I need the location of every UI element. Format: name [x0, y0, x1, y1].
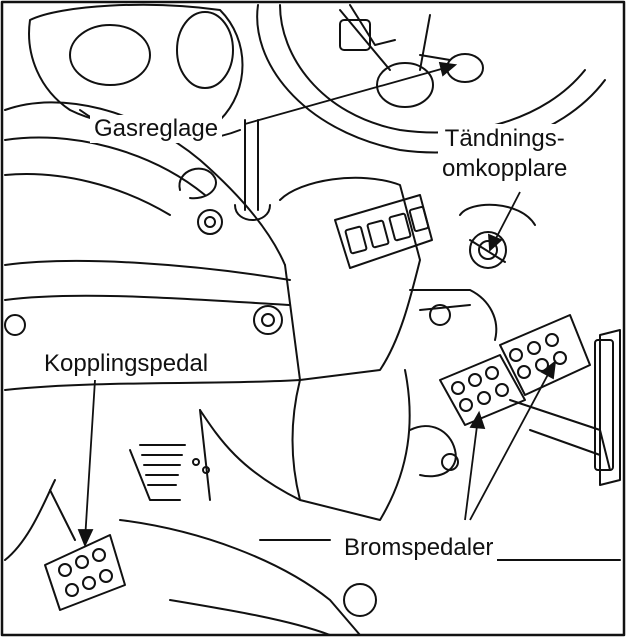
clutch-pedal-label: Kopplingspedal [40, 350, 213, 378]
floor-bottom [4, 479, 621, 636]
leader-arrows [77, 61, 557, 548]
dashboard-left [4, 101, 301, 391]
ignition-arrow [491, 191, 521, 247]
ignition-label-line-1: Tändnings- [444, 125, 565, 152]
switch-bank [334, 194, 433, 269]
ignition-label-line-2: omkopplare [442, 155, 568, 182]
ignition-switch-label: Tändnings- omkopplare [438, 124, 572, 184]
brake-pedals-label: Bromspedaler [340, 534, 498, 562]
brake-arrow-left [464, 417, 479, 521]
brake-pedal-drawings [409, 314, 591, 478]
steering-wheel [256, 4, 606, 154]
steering-column [192, 176, 421, 521]
brake-arrow-right [469, 366, 553, 521]
ignition-switch-drawing [459, 203, 536, 269]
throttle-label: Gasreglage [90, 115, 223, 143]
throttle-arrow [244, 65, 453, 125]
clutch-pedal-drawing [44, 444, 186, 611]
floor-right [409, 289, 621, 486]
clutch-arrow [84, 379, 96, 541]
